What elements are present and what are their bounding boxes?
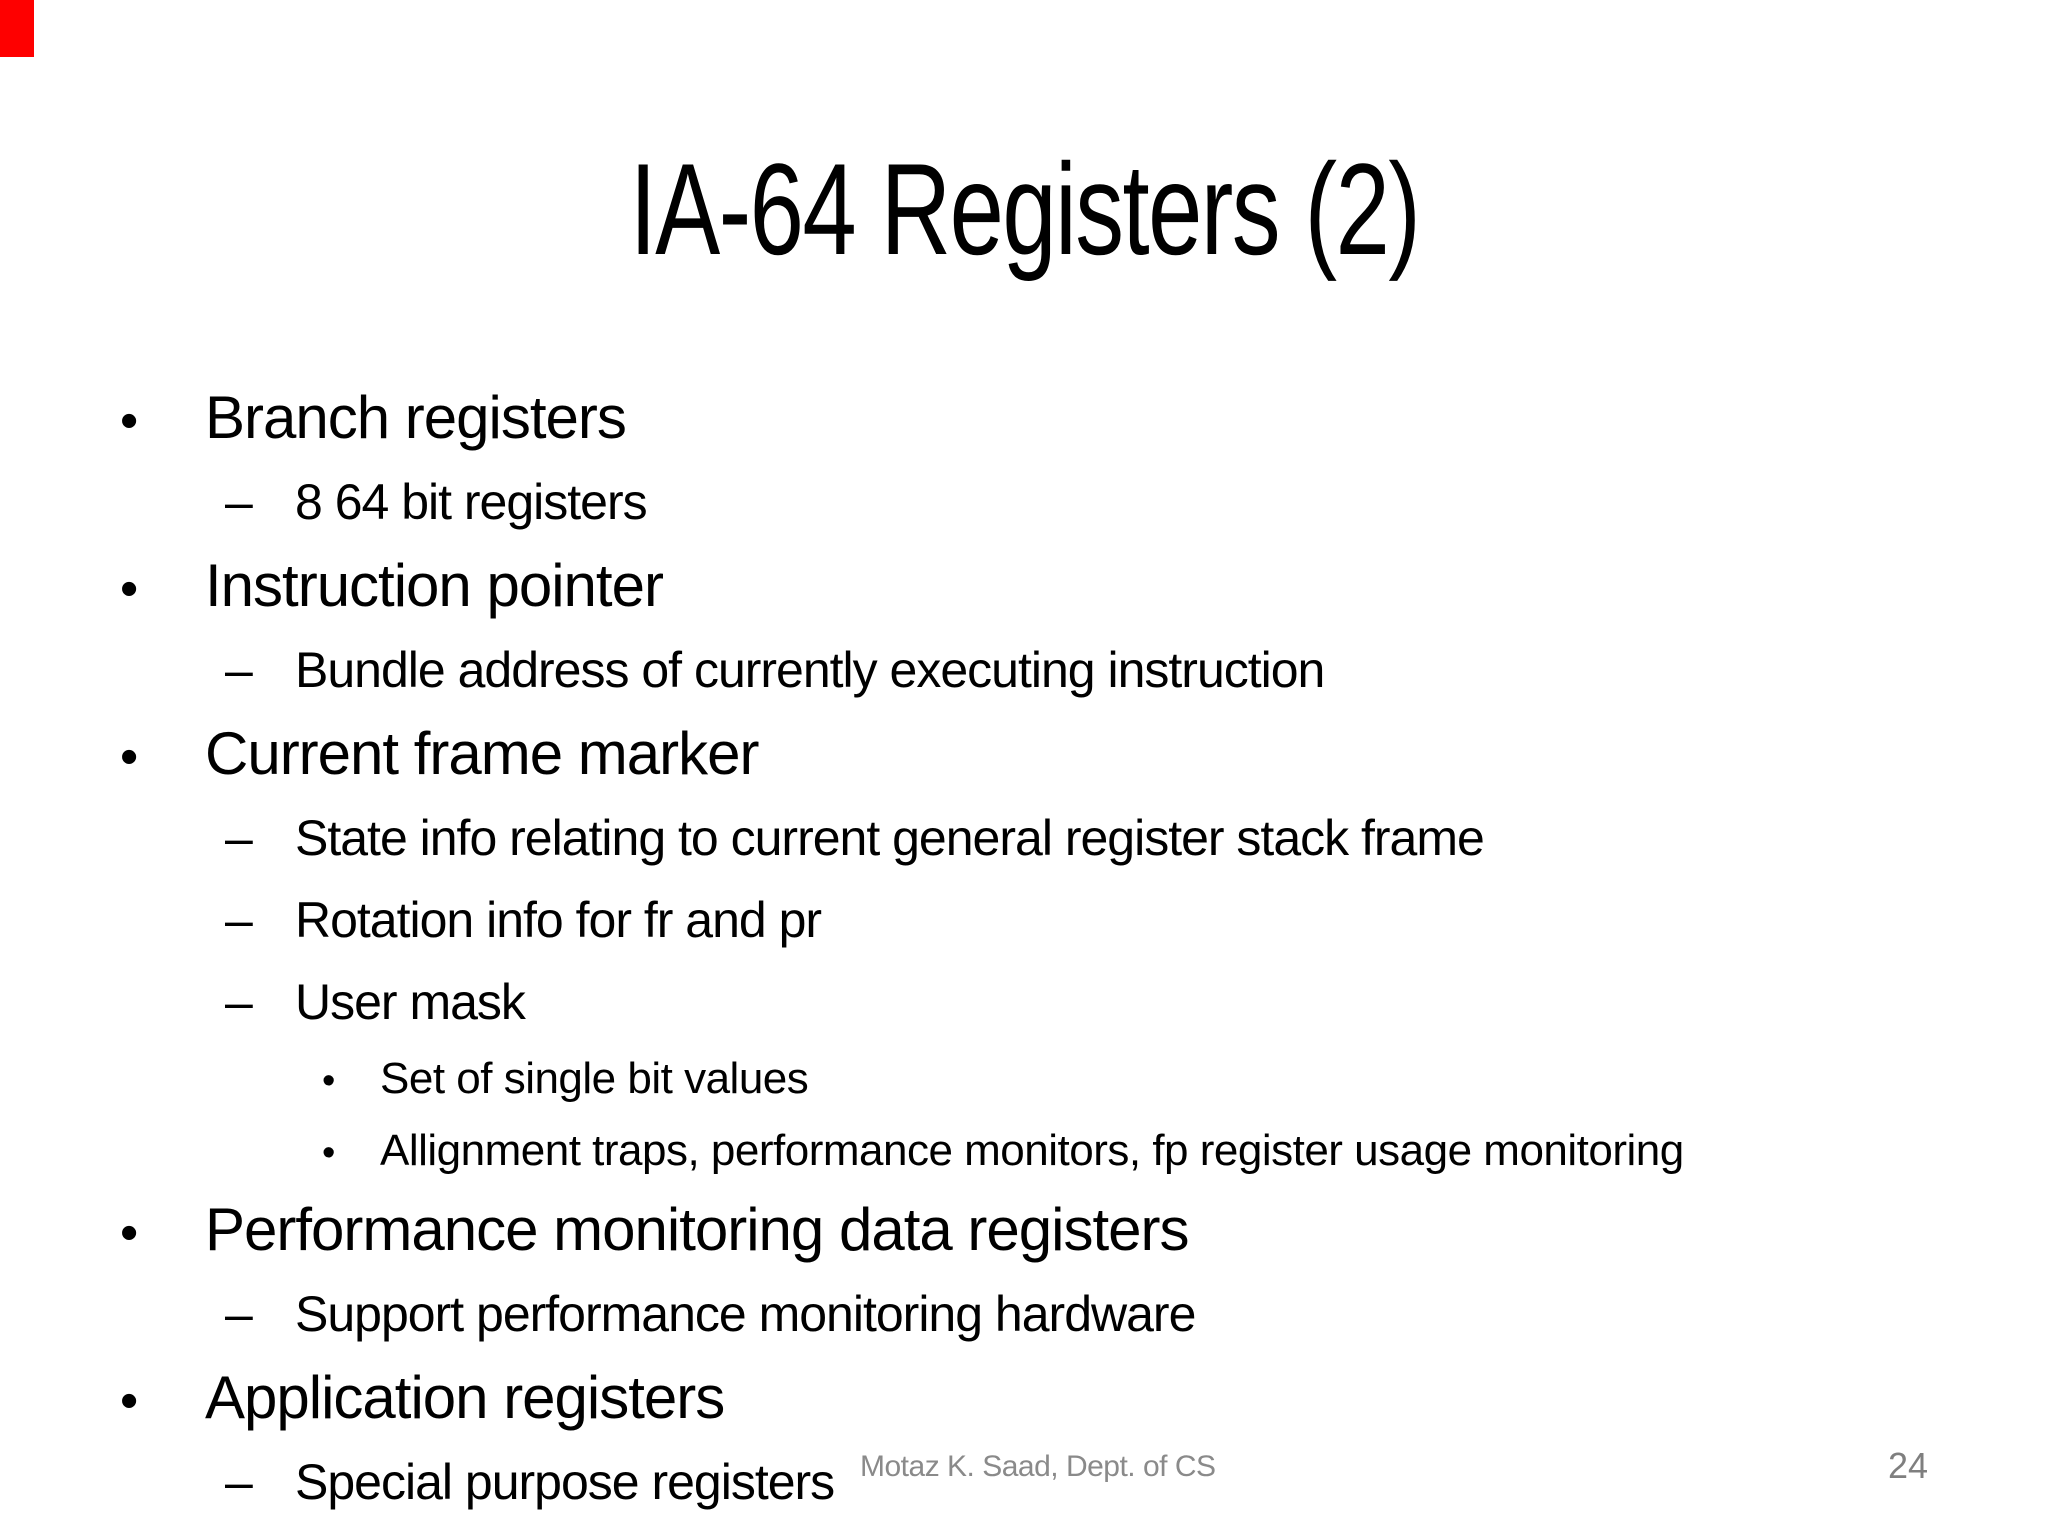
bullet-dash-icon: –	[225, 1454, 253, 1510]
bullet-item-user-mask: –User mask	[0, 961, 2048, 1043]
bullet-text: Special purpose registers	[295, 1454, 835, 1510]
bullet-dash-icon: –	[225, 1286, 253, 1342]
bullet-dot-icon: •	[120, 1372, 138, 1430]
bullet-text: Rotation info for fr and pr	[295, 892, 822, 948]
bullet-dot-icon: •	[120, 728, 138, 786]
bullet-list: •Branch registers –8 64 bit registers •I…	[0, 375, 2048, 1523]
bullet-item-special-purpose: –Special purpose registers	[0, 1441, 2048, 1523]
bullet-item-application-registers: • Application registers	[0, 1355, 2048, 1441]
bullet-text: Performance monitoring data registers	[205, 1196, 1189, 1263]
bullet-item-bundle-address: –Bundle address of currently executing i…	[0, 629, 2048, 711]
bullet-text: Allignment traps, performance monitors, …	[380, 1126, 1684, 1175]
bullet-dash-icon: –	[225, 892, 253, 948]
bullet-item-instruction-pointer: • Instruction pointer	[0, 543, 2048, 629]
bullet-item-performance-monitoring: • Performance monitoring data registers	[0, 1187, 2048, 1273]
bullet-dot-icon: •	[120, 560, 138, 618]
title-container: IA-64 Registers (2)	[0, 138, 2048, 281]
bullet-item-rotation-info: –Rotation info for fr and pr	[0, 879, 2048, 961]
bullet-text: Branch registers	[205, 384, 627, 451]
bullet-item-state-info: –State info relating to current general …	[0, 797, 2048, 879]
bullet-item-allignment-traps: • Allignment traps, performance monitors,…	[0, 1115, 2048, 1187]
bullet-text: Instruction pointer	[205, 552, 664, 619]
bullet-text: 8 64 bit registers	[295, 474, 648, 530]
red-accent-bar	[0, 0, 34, 57]
bullet-text: Support performance monitoring hardware	[295, 1286, 1196, 1342]
bullet-item-8-64-bit: –8 64 bit registers	[0, 461, 2048, 543]
bullet-item-support-performance: –Support performance monitoring hardware	[0, 1273, 2048, 1355]
bullet-item-branch-registers: • Branch registers	[0, 375, 2048, 461]
bullet-item-single-bit-values: • Set of single bit values	[0, 1043, 2048, 1115]
bullet-text: Application registers	[205, 1364, 725, 1431]
page-number: 24	[1888, 1445, 1929, 1486]
bullet-item-current-frame-marker: • Current frame marker	[0, 711, 2048, 797]
bullet-dot-icon: •	[120, 392, 138, 450]
bullet-dash-icon: –	[225, 474, 253, 530]
bullet-text: Current frame marker	[205, 720, 759, 787]
bullet-dash-icon: –	[225, 642, 253, 698]
bullet-text: User mask	[295, 974, 526, 1030]
bullet-dot-icon: •	[120, 1204, 138, 1262]
bullet-dash-icon: –	[225, 810, 253, 866]
bullet-dot-icon: •	[322, 1132, 335, 1174]
slide-title: IA-64 Registers (2)	[629, 136, 1420, 282]
footer-author: Motaz K. Saad, Dept. of CS	[860, 1450, 1216, 1483]
bullet-dash-icon: –	[225, 974, 253, 1030]
bullet-text: Set of single bit values	[380, 1054, 809, 1103]
bullet-text: Bundle address of currently executing in…	[295, 642, 1325, 698]
bullet-dot-icon: •	[322, 1060, 335, 1102]
bullet-text: State info relating to current general r…	[295, 810, 1485, 866]
